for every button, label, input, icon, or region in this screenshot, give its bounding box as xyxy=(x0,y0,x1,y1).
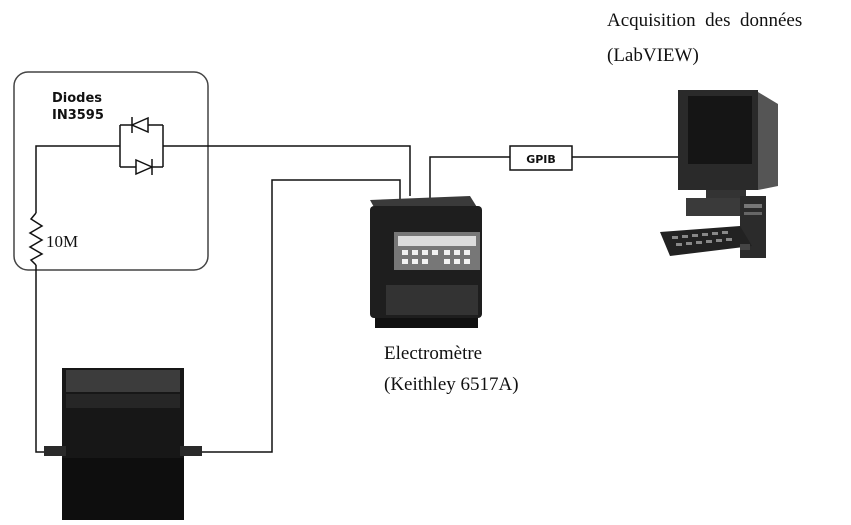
electrometer-model: (Keithley 6517A) xyxy=(384,374,519,396)
acquisition-title: Acquisition des données xyxy=(607,10,802,32)
gpib-label: GPIB xyxy=(526,153,556,166)
diode-pair xyxy=(120,117,163,175)
electrometer-device xyxy=(370,196,482,328)
acquisition-subtitle: (LabVIEW) xyxy=(607,45,699,67)
diodes-model: IN3595 xyxy=(52,107,104,124)
resistor-symbol xyxy=(30,213,42,265)
circuit-box xyxy=(14,72,208,270)
electrometer-title: Electromètre xyxy=(384,343,482,365)
computer-device xyxy=(660,90,778,258)
sample-holder xyxy=(44,368,202,520)
resistor-label: 10M xyxy=(46,232,78,252)
diodes-title: Diodes xyxy=(52,90,104,107)
diodes-label: Diodes IN3595 xyxy=(52,90,104,124)
